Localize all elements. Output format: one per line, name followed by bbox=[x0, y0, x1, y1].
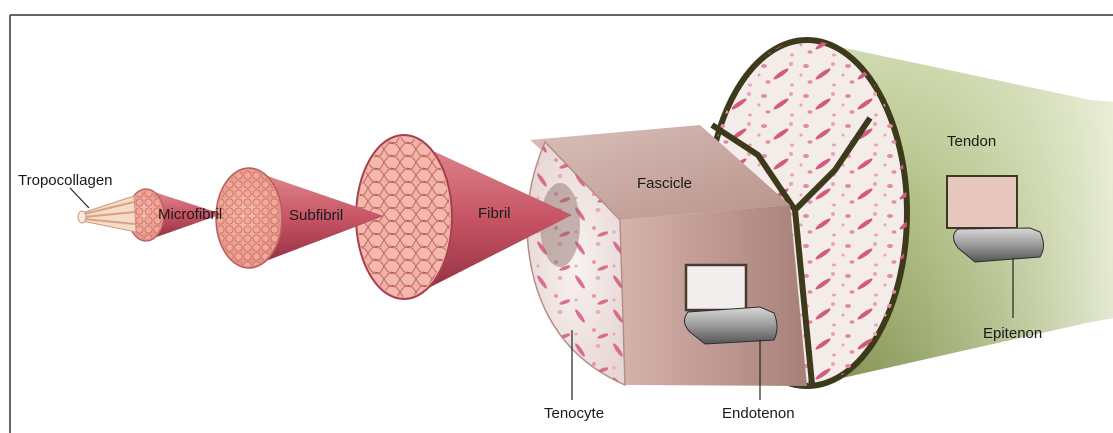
microfibril-label: Microfibril bbox=[158, 206, 222, 223]
tendon-label: Tendon bbox=[947, 133, 996, 150]
tropocollagen-strands bbox=[78, 196, 136, 232]
tropocollagen-label: Tropocollagen bbox=[18, 172, 113, 189]
tenocyte-label: Tenocyte bbox=[544, 405, 604, 422]
endotenon-window bbox=[686, 265, 746, 310]
endotenon-flap bbox=[684, 307, 777, 344]
epitenon-window bbox=[947, 176, 1017, 228]
epitenon-label: Epitenon bbox=[983, 325, 1042, 342]
fascicle-label: Fascicle bbox=[637, 175, 692, 192]
endotenon-label: Endotenon bbox=[722, 405, 795, 422]
fibril-label: Fibril bbox=[478, 205, 511, 222]
subfibril-label: Subfibril bbox=[289, 207, 343, 224]
tropocollagen-leader bbox=[70, 188, 89, 208]
